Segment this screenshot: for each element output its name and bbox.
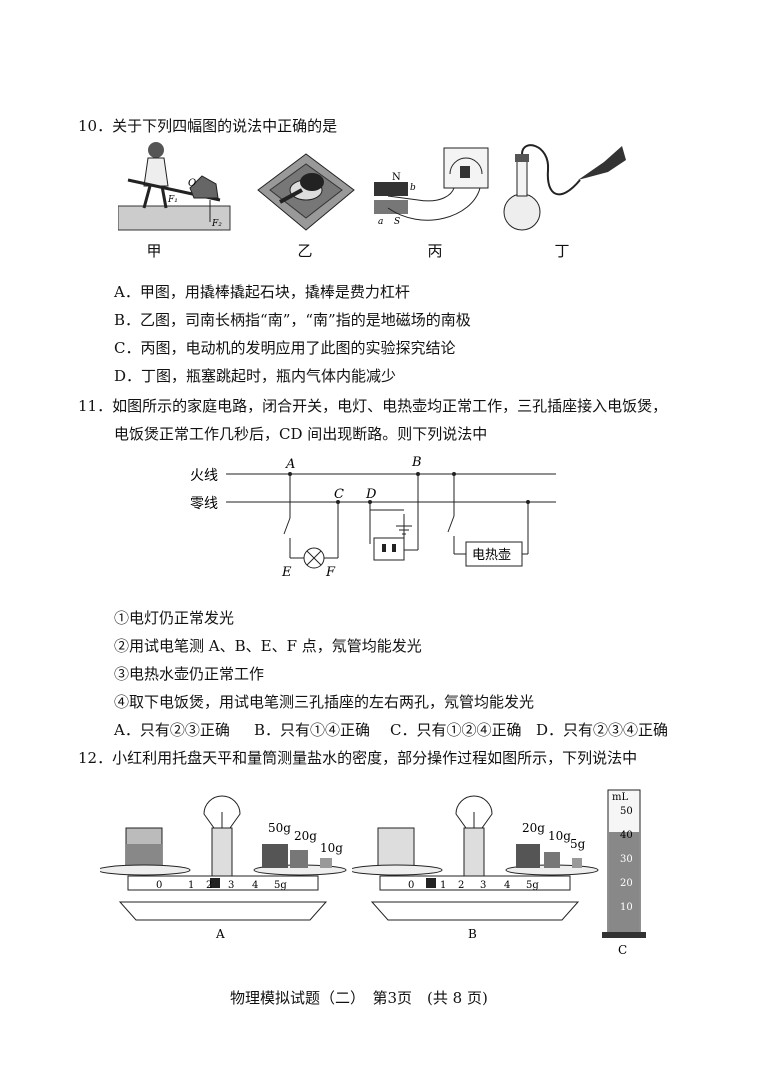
q10-option-b: B．乙图，司南长柄指“南”，“南”指的是地磁场的南极	[114, 311, 471, 329]
svg-text:0: 0	[408, 880, 414, 891]
cylinder-liquid	[609, 832, 639, 933]
figure-circuit: 火线 零线 A B C D E F 电热壶	[190, 455, 556, 580]
air-tube	[521, 144, 581, 196]
worker-head	[148, 142, 164, 158]
svg-text:电热壶: 电热壶	[472, 548, 511, 563]
svg-text:A: A	[215, 927, 225, 940]
svg-text:5g: 5g	[570, 837, 586, 851]
svg-text:3: 3	[228, 880, 234, 891]
svg-text:2: 2	[206, 880, 212, 891]
q12-stem: 12．小红利用托盘天平和量筒测量盐水的密度，部分操作过程如图所示，下列说法中	[78, 749, 638, 767]
three-hole-socket	[373, 537, 405, 561]
svg-text:F₁: F₁	[167, 195, 178, 205]
beam-a	[127, 875, 319, 891]
beaker-b	[377, 827, 415, 869]
weight-50g-a	[262, 844, 288, 868]
q11-choice-b: B．只有①④正确	[254, 721, 371, 739]
svg-text:O: O	[188, 178, 196, 189]
base-a	[118, 901, 328, 921]
balance-a: 50g 20g 10g 0 1 2 3 4 5g A	[100, 795, 347, 940]
svg-text:50g: 50g	[268, 821, 291, 835]
svg-text:1: 1	[188, 880, 194, 891]
svg-text:5g: 5g	[526, 880, 539, 891]
pump-hand	[578, 146, 626, 180]
q10-option-d: D．丁图，瓶塞跳起时，瓶内气体内能减少	[114, 367, 397, 385]
svg-text:B: B	[468, 927, 477, 940]
svg-text:3: 3	[480, 880, 486, 891]
figure-lever: O F₁ F₂	[118, 142, 231, 231]
svg-text:20g: 20g	[294, 829, 317, 843]
flask-bulb	[503, 193, 541, 231]
q11-statement-3: ③电热水壶仍正常工作	[114, 665, 265, 683]
svg-text:E: E	[281, 565, 292, 580]
caption-jia: 甲	[146, 242, 162, 260]
q11-statement-2: ②用试电笔测 A、B、E、F 点，氖管均能发光	[114, 637, 422, 655]
svg-text:20: 20	[620, 878, 633, 889]
rider-b	[426, 878, 436, 888]
weight-10g-b	[544, 852, 560, 868]
svg-text:50: 50	[620, 806, 633, 817]
q11-choice-d: D．只有②③④正确	[536, 721, 669, 739]
figure-sinan	[257, 153, 355, 231]
svg-text:mL: mL	[612, 792, 628, 803]
caption-ding: 丁	[554, 242, 570, 260]
q11-stem-line2: 电饭煲正常工作几秒后，CD 间出现断路。则下列说法中	[114, 425, 488, 443]
page-footer: 物理模拟试题（二） 第3页 (共 8 页)	[230, 989, 488, 1007]
svg-text:10: 10	[620, 902, 633, 913]
svg-text:30: 30	[620, 854, 633, 865]
balance-b: 20g 10g 5g 0 1 2 3 4 5g B	[352, 795, 599, 940]
figure-flask	[503, 144, 626, 231]
svg-text:N: N	[392, 172, 401, 183]
svg-text:a: a	[378, 217, 383, 227]
svg-text:20g: 20g	[522, 821, 545, 835]
svg-text:B: B	[411, 455, 422, 470]
svg-text:C: C	[618, 943, 627, 956]
worker-body	[143, 157, 169, 187]
caption-yi: 乙	[297, 242, 313, 260]
svg-text:10g: 10g	[548, 829, 571, 843]
weight-20g-a	[290, 850, 308, 868]
svg-text:F₂: F₂	[211, 219, 222, 229]
svg-text:4: 4	[504, 880, 510, 891]
base-b	[370, 901, 580, 921]
svg-text:S: S	[394, 217, 400, 227]
magnet-north	[374, 182, 408, 196]
q11-choice-a: A．只有②③正确	[114, 721, 230, 739]
svg-text:2: 2	[458, 880, 464, 891]
caption-bing: 丙	[427, 242, 443, 260]
weight-10g-a	[320, 858, 332, 868]
svg-text:D: D	[365, 487, 377, 502]
svg-text:C: C	[334, 487, 344, 502]
q10-option-a: A．甲图，用撬棒撬起石块，撬棒是费力杠杆	[114, 283, 410, 301]
svg-text:4: 4	[252, 880, 258, 891]
svg-text:10g: 10g	[320, 841, 343, 855]
stone	[189, 175, 219, 199]
rider-a	[210, 878, 220, 888]
svg-text:b: b	[410, 183, 416, 193]
weight-5g-b	[572, 858, 582, 868]
q10-option-c: C．丙图，电动机的发明应用了此图的实验探究结论	[114, 339, 456, 357]
svg-text:1: 1	[440, 880, 446, 891]
svg-text:40: 40	[620, 830, 633, 841]
svg-text:0: 0	[156, 880, 162, 891]
kettle-switch	[447, 515, 455, 533]
svg-text:F: F	[325, 565, 336, 580]
lamp-switch	[283, 517, 291, 535]
neutral-wire-label: 零线	[190, 496, 218, 512]
magnet-south	[374, 200, 408, 214]
svg-text:A: A	[285, 457, 295, 472]
live-wire-label: 火线	[190, 468, 218, 484]
q10-stem: 10．关于下列四幅图的说法中正确的是	[78, 117, 338, 135]
q11-statement-1: ①电灯仍正常发光	[114, 609, 235, 627]
q11-choice-c: C．只有①②④正确	[390, 721, 522, 739]
weight-20g-b	[516, 844, 540, 868]
q11-statement-4: ④取下电饭煲，用试电笔测三孔插座的左右两孔，氖管均能发光	[114, 693, 535, 711]
q11-stem-line1: 11．如图所示的家庭电路，闭合开关，电灯、电热壶均正常工作，三孔插座接入电饭煲，	[78, 397, 668, 415]
measuring-cylinder: mL 50 40 30 20 10 C	[602, 789, 646, 956]
svg-text:5g: 5g	[274, 880, 287, 891]
flask-stopper	[515, 154, 529, 162]
sinan-spoon	[300, 173, 324, 191]
figure-induction: N S a b	[374, 147, 489, 227]
